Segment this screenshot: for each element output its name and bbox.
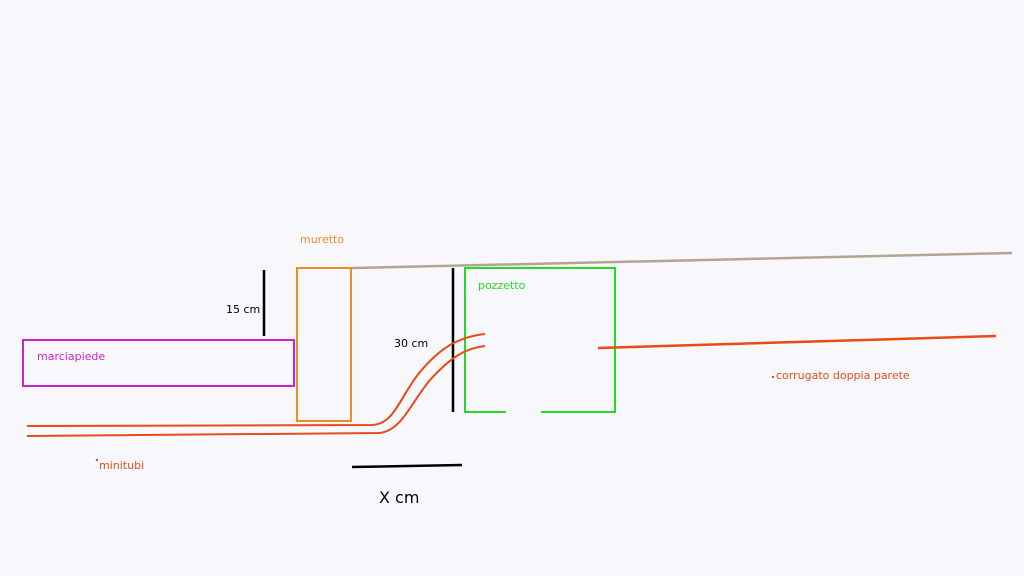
distance-label: X cm bbox=[379, 488, 420, 507]
minitubi-label: minitubi bbox=[99, 459, 145, 472]
height-15-label: 15 cm bbox=[226, 303, 261, 316]
corrugato-label: corrugato doppia parete bbox=[776, 369, 910, 382]
minitubi-dot bbox=[95, 458, 99, 462]
minitubo-lower bbox=[26, 345, 486, 437]
minitubo-upper bbox=[26, 333, 486, 427]
ground-line bbox=[351, 251, 1013, 270]
pozzetto-box bbox=[464, 267, 616, 413]
corrugato-dot bbox=[771, 375, 775, 379]
pozzetto-label: pozzetto bbox=[478, 279, 526, 292]
height-30-label: 30 cm bbox=[394, 337, 429, 350]
muretto-label: muretto bbox=[300, 233, 345, 246]
muretto-box bbox=[296, 267, 352, 422]
corrugato-pipe bbox=[597, 334, 997, 350]
distance-marker bbox=[351, 463, 463, 469]
marciapiede-box bbox=[22, 339, 295, 387]
marciapiede-label: marciapiede bbox=[37, 350, 106, 363]
